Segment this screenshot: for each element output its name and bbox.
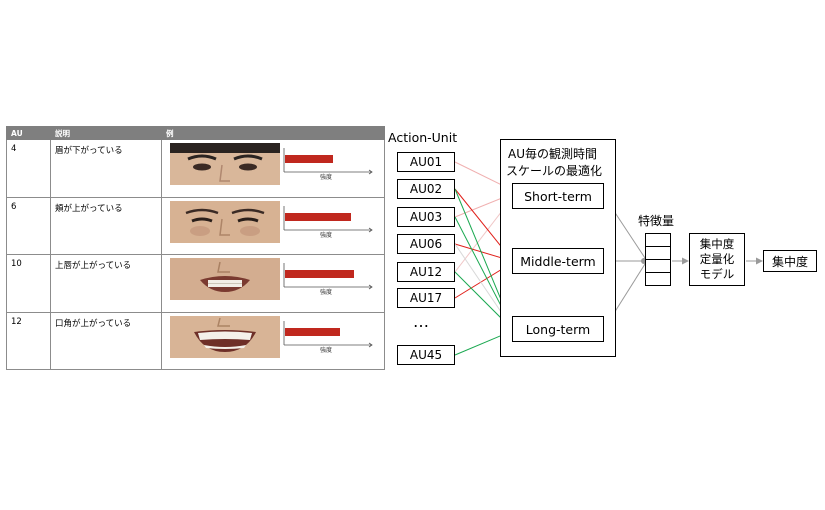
au-ellipsis: … (413, 312, 429, 331)
table-row: 4 眉が下がっている 強度 (6, 139, 385, 198)
gauge-arrow (368, 284, 373, 290)
example-cell: 強度 (161, 254, 385, 313)
feature-cell (645, 233, 671, 247)
example-cell: 強度 (161, 311, 385, 370)
au-number: 6 (6, 196, 51, 255)
concentration-model-box: 集中度 定量化 モデル (689, 233, 745, 286)
model-label-line1: 集中度 (699, 237, 735, 251)
table-row: 6 頬が上がっている 強度 (6, 196, 385, 255)
feature-cell (645, 272, 671, 286)
face-photo-upper-lip-raised (170, 258, 280, 300)
face-photo-brow-lowered (170, 143, 280, 185)
au-box-au45: AU45 (397, 345, 455, 365)
long-term-box: Long-term (512, 316, 604, 342)
feature-cell (645, 246, 671, 260)
feature-title: 特徴量 (638, 214, 675, 228)
intensity-gauge: 強度 (280, 142, 378, 188)
intensity-gauge: 強度 (280, 315, 378, 361)
intensity-label: 強度 (320, 174, 333, 181)
face-photo-lip-corner-pulled (170, 315, 280, 358)
face-photo-cheek-raised (170, 200, 280, 243)
intensity-label: 強度 (320, 231, 333, 239)
action-unit-title: Action-Unit (388, 130, 458, 145)
au-box-au17: AU17 (397, 288, 455, 308)
au-description: 上唇が上がっている (50, 254, 162, 313)
au-description: 口角が上がっている (50, 311, 162, 370)
au-table: AU 説明 例 4 眉が下がっている (6, 126, 385, 370)
gauge-arrow (368, 227, 373, 232)
au-box-au03: AU03 (397, 207, 455, 227)
example-cell: 強度 (161, 139, 385, 198)
table-header-row: AU 説明 例 (6, 126, 385, 140)
gauge-arrow (368, 169, 373, 175)
intensity-gauge: 強度 (280, 257, 378, 303)
example-cell: 強度 (161, 196, 385, 255)
intensity-label: 強度 (320, 289, 333, 296)
intensity-bar (285, 155, 333, 163)
optimization-title-line2: スケールの最適化 (506, 164, 603, 178)
feature-cell (645, 259, 671, 273)
intensity-bar (285, 327, 340, 336)
middle-term-box: Middle-term (512, 248, 604, 274)
intensity-label: 強度 (320, 346, 333, 354)
header-description: 説明 (50, 126, 162, 140)
au-box-au12: AU12 (397, 262, 455, 282)
concentration-output-box: 集中度 (763, 250, 817, 272)
header-au: AU (6, 126, 51, 140)
au-box-au01: AU01 (397, 152, 455, 172)
model-label-line2: 定量化 (699, 252, 735, 266)
intensity-bar (285, 270, 354, 278)
short-term-box: Short-term (512, 183, 604, 209)
table-row: 12 口角が上がっている 強度 (6, 311, 385, 370)
optimization-title-line1: AU毎の観測時間 (508, 147, 597, 161)
au-box-au02: AU02 (397, 179, 455, 199)
intensity-bar (285, 212, 351, 221)
header-example: 例 (161, 126, 385, 140)
model-label-line3: モデル (699, 267, 735, 281)
gauge-arrow (368, 342, 373, 347)
intensity-gauge: 強度 (280, 200, 378, 246)
au-box-au06: AU06 (397, 234, 455, 254)
table-row: 10 上唇が上がっている 強度 (6, 254, 385, 313)
